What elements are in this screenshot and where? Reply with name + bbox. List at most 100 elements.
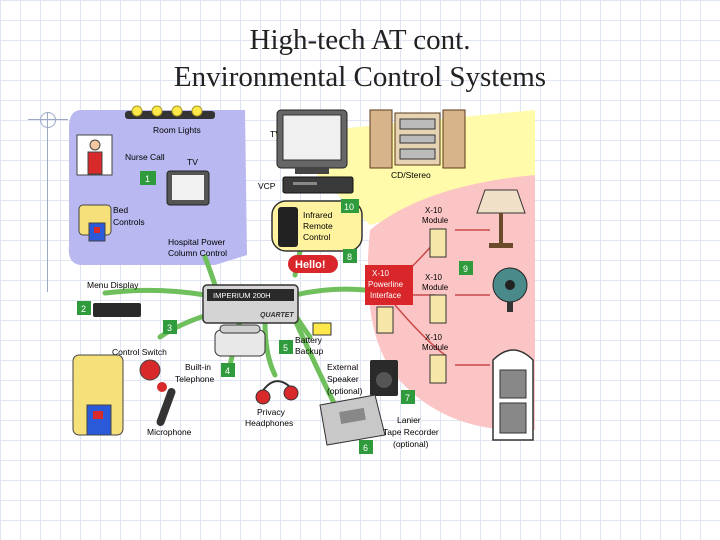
tv-small-label: TV: [187, 157, 198, 167]
number-badge-2: 2: [77, 301, 91, 315]
telephone-icon: [214, 324, 266, 357]
cd-stereo-label: CD/Stereo: [391, 170, 431, 180]
svg-text:3: 3: [167, 323, 172, 333]
number-badge-5: 5: [279, 340, 293, 354]
device-brand-text: QUARTET: [260, 312, 294, 319]
infrared-remote-icon: [271, 200, 363, 252]
nurse-call-label: Nurse Call: [125, 152, 165, 162]
cd-stereo-icon: [369, 109, 466, 169]
battery-label-1: Battery: [295, 335, 323, 345]
x10-interface-label-1: X-10: [372, 269, 389, 278]
svg-text:1: 1: [145, 174, 150, 184]
door-icon: [492, 349, 534, 441]
fan-icon: [492, 267, 528, 312]
external-speaker-label-3: (optional): [327, 386, 363, 396]
arrow-to-tape: [292, 317, 338, 408]
nurse-icon: [76, 134, 113, 176]
number-badge-7: 7: [401, 390, 415, 404]
svg-text:8: 8: [347, 252, 352, 262]
svg-text:4: 4: [225, 366, 230, 376]
battery-icon: [312, 322, 332, 336]
svg-text:5: 5: [283, 343, 288, 353]
lavender-zone: [68, 110, 247, 265]
number-badge-3: 3: [163, 320, 177, 334]
microphone-icon: [156, 382, 176, 427]
title-line-2: Environmental Control Systems: [173, 61, 547, 93]
tv-small-icon: [166, 170, 210, 206]
x10-module-3-icon: [429, 354, 447, 384]
x10-module-2-label-2: Module: [422, 283, 449, 292]
external-speaker-label-1: External: [327, 362, 358, 372]
bulb-icon: [191, 105, 203, 117]
x10-module-1-label-1: X-10: [425, 206, 442, 215]
x10-module-3-label-2: Module: [422, 343, 449, 352]
x10-interface-label-2: Powerline: [368, 280, 404, 289]
tv-main-label: TV: [270, 129, 281, 139]
svg-text:9: 9: [463, 264, 468, 274]
bed-controls-label-1: Bed: [113, 205, 128, 215]
builtin-phone-label-1: Built-in: [185, 362, 211, 372]
x10-interface-label-3: Interface: [370, 291, 402, 300]
arrow-x10-door: [394, 304, 446, 356]
x10-module-1-icon: [429, 228, 447, 258]
privacy-label-2: Headphones: [245, 418, 293, 428]
bulb-icon: [151, 105, 163, 117]
tape-label-3: (optional): [393, 439, 429, 449]
hospital-power-label-1: Hospital Power: [168, 237, 225, 247]
headphones-icon: [255, 380, 299, 405]
tape-recorder-icon: [319, 394, 386, 446]
svg-text:6: 6: [363, 443, 368, 453]
bulb-icon: [171, 105, 183, 117]
infrared-label-2: Remote: [303, 221, 333, 231]
room-lights-label: Room Lights: [153, 125, 201, 135]
switch-button-icon: [139, 359, 161, 381]
external-speaker-label-2: Speaker: [327, 374, 359, 384]
microphone-label: Microphone: [147, 427, 192, 437]
x10-module-3-label-1: X-10: [425, 333, 442, 342]
control-switch-label: Control Switch: [112, 347, 167, 357]
menu-display-icon: [93, 303, 141, 317]
number-badge-10: 10: [341, 199, 359, 213]
svg-text:7: 7: [405, 393, 410, 403]
vcp-label: VCP: [258, 181, 276, 191]
arrow-to-menu: [102, 287, 208, 298]
arrow-to-headphones: [262, 320, 278, 378]
privacy-label-1: Privacy: [257, 407, 286, 417]
bulb-icon: [131, 105, 143, 117]
number-badge-1: 1: [140, 171, 156, 185]
bed-controls-label-2: Controls: [113, 217, 145, 227]
tape-label-2: Tape Recorder: [383, 427, 439, 437]
patient-bed-icon: [72, 354, 124, 436]
x10-module-2-label-1: X-10: [425, 273, 442, 282]
hospital-power-label-2: Column Control: [168, 248, 227, 258]
tv-main-icon: [276, 109, 348, 174]
arrow-to-hospital: [202, 254, 218, 288]
infrared-label-3: Control: [303, 232, 331, 242]
x10-module-1-label-2: Module: [422, 216, 449, 225]
x10-interface-plug: [376, 306, 394, 334]
menu-display-label: Menu Display: [87, 280, 139, 290]
lamp-icon: [476, 189, 526, 248]
number-badge-6: 6: [359, 440, 373, 454]
central-device: IMPERIUM 200H QUARTET: [202, 284, 299, 324]
room-lights: [125, 105, 215, 119]
builtin-phone-label-2: Telephone: [175, 374, 215, 384]
number-badge-8: 8: [343, 249, 357, 263]
number-badge-9: 9: [459, 261, 473, 275]
decorative-circle: [40, 112, 56, 128]
svg-text:2: 2: [81, 304, 86, 314]
arrow-to-x10: [292, 286, 368, 298]
tape-label-1: Lanier: [397, 415, 421, 425]
hello-bubble: Hello!: [288, 255, 338, 273]
device-name-text: IMPERIUM 200H: [213, 291, 271, 300]
bed-controls-icon: [78, 204, 112, 242]
vcp-icon: [282, 176, 354, 194]
number-badge-4: 4: [221, 363, 235, 377]
hello-text: Hello!: [295, 259, 326, 271]
slide-title: High-tech AT cont. Environmental Control…: [0, 22, 720, 96]
x10-module-2-icon: [429, 294, 447, 324]
x10-interface-box: X-10 Powerline Interface: [365, 265, 413, 334]
speaker-icon: [370, 360, 398, 396]
title-line-1: High-tech AT cont.: [249, 24, 471, 56]
svg-text:10: 10: [344, 202, 354, 212]
